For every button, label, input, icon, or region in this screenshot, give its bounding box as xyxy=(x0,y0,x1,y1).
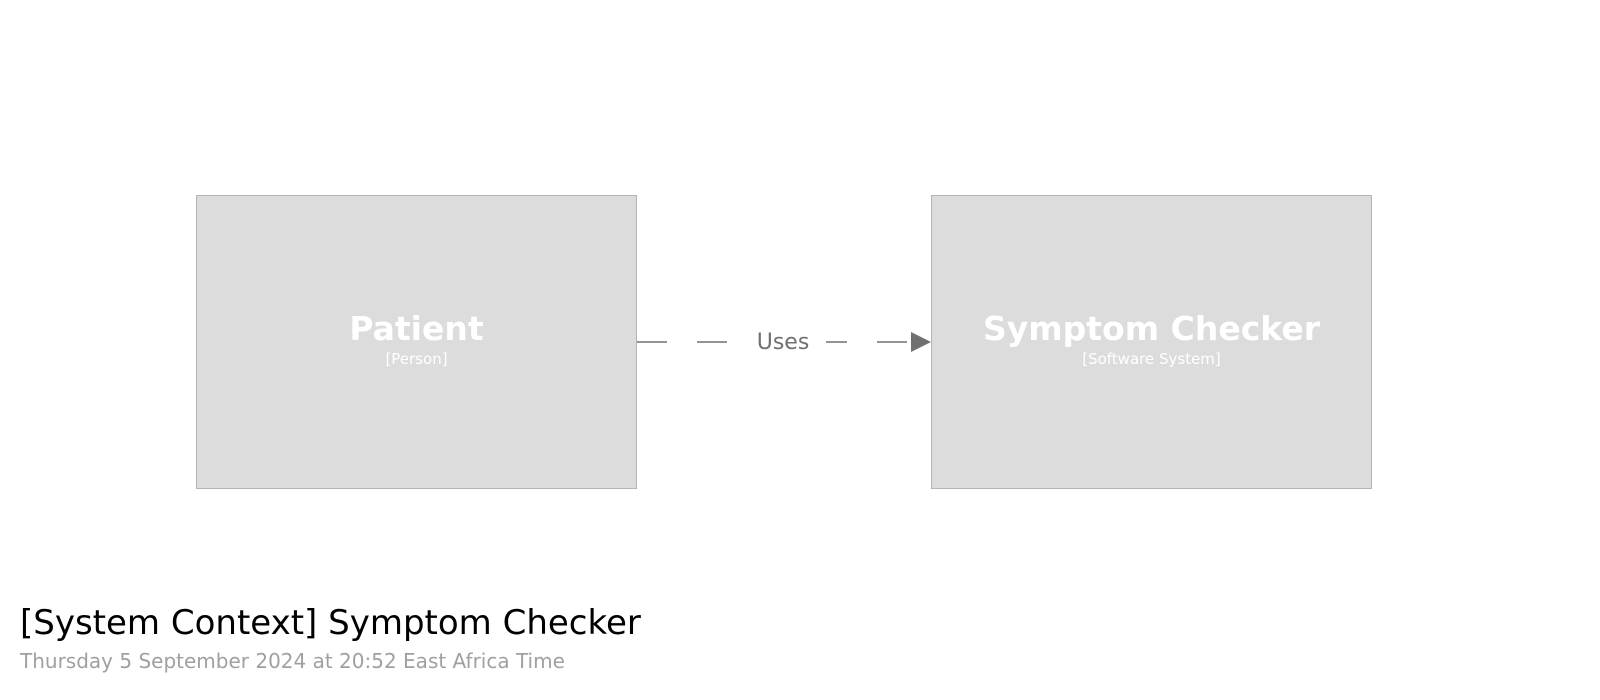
patient-element[interactable]: Patient [Person] xyxy=(196,195,637,489)
relationship-arrowhead xyxy=(911,332,931,352)
diagram-subtitle: Thursday 5 September 2024 at 20:52 East … xyxy=(20,649,565,673)
relationship-label: Uses xyxy=(740,328,826,358)
symptom-checker-element[interactable]: Symptom Checker [Software System] xyxy=(931,195,1372,489)
diagram-title: [System Context] Symptom Checker xyxy=(20,603,641,643)
symptom-checker-name: Symptom Checker xyxy=(983,309,1320,348)
patient-name: Patient xyxy=(349,309,484,348)
patient-type: [Person] xyxy=(385,350,448,368)
symptom-checker-type: [Software System] xyxy=(1082,350,1221,368)
